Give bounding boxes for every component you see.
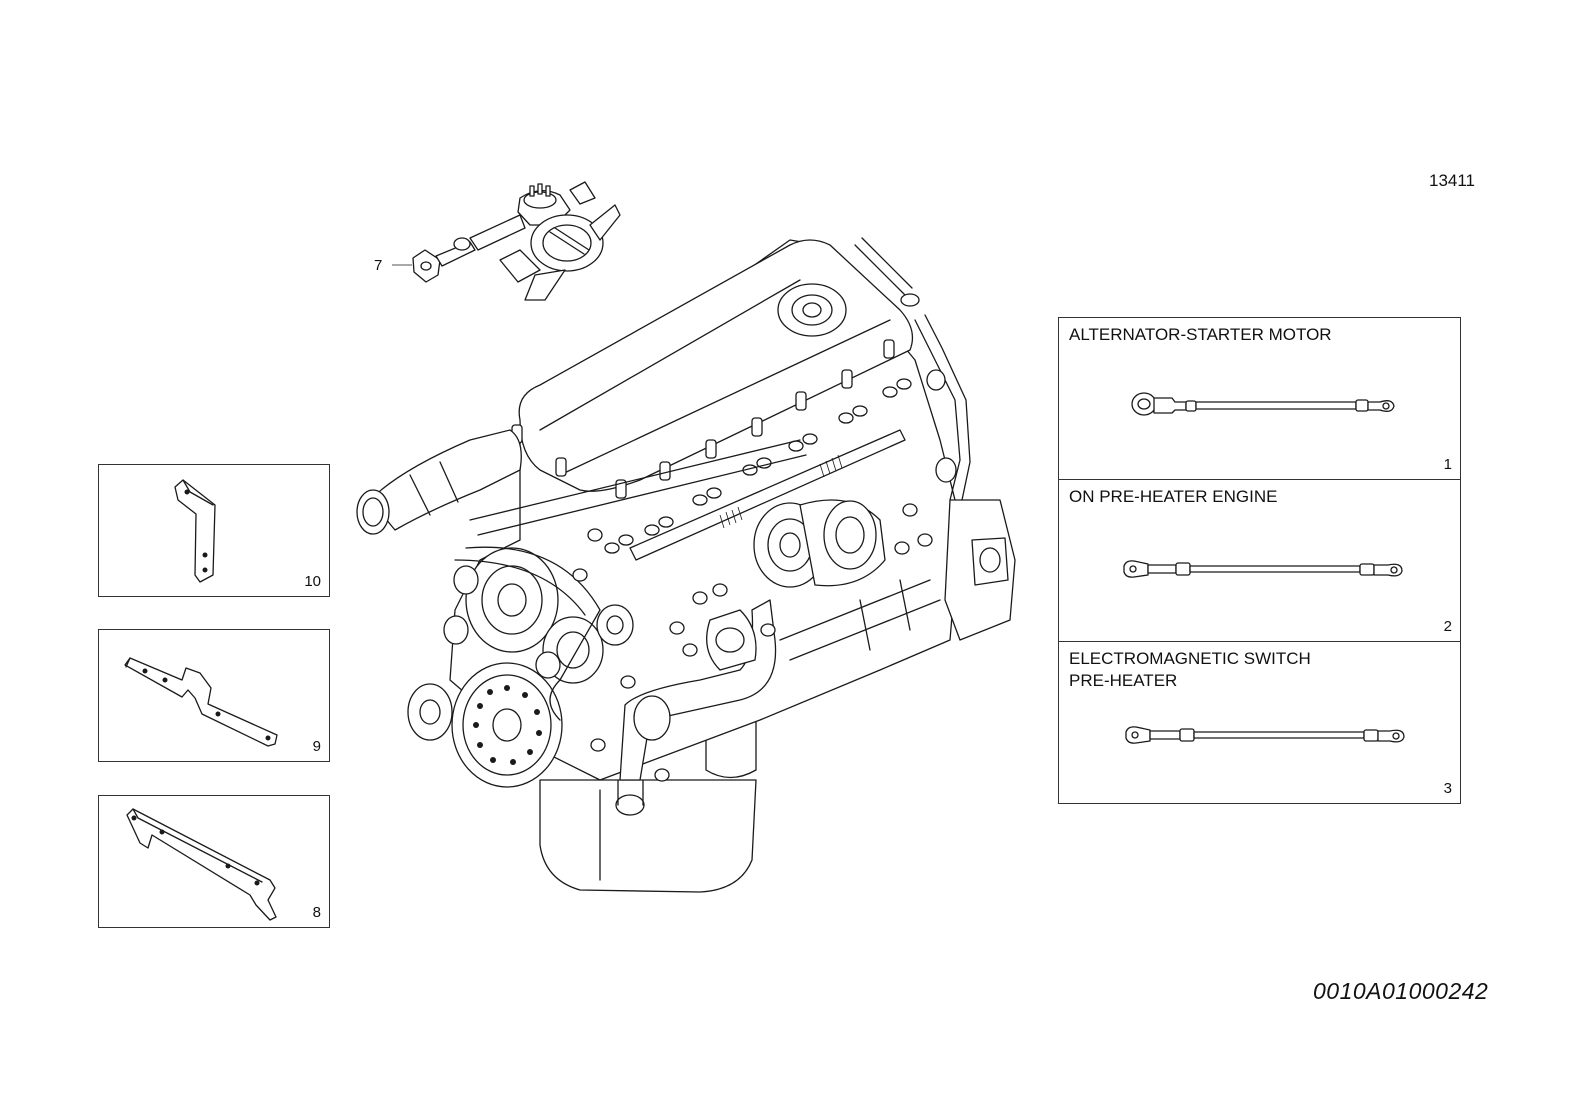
cable-1-illustration [1131,392,1395,416]
cable-label: ON PRE-HEATER ENGINE [1069,487,1278,506]
part-box-9: 9 [98,629,330,762]
cable-label: ALTERNATOR-STARTER MOTOR [1069,325,1332,344]
cable-box-1: ALTERNATOR-STARTER MOTOR 1 [1058,317,1461,480]
part-10-illustration [174,479,216,583]
cable-box-2: ON PRE-HEATER ENGINE 2 [1058,479,1461,642]
part-8-illustration [126,808,277,921]
part-9-illustration [124,657,278,747]
part-number: 1 [1443,456,1452,473]
part-number: 2 [1443,618,1452,635]
part-number: 3 [1443,780,1452,797]
callout-part-7: 7 [374,257,383,274]
cable-3-illustration [1125,726,1405,744]
part-number: 9 [312,738,321,755]
part-number: 8 [312,904,321,921]
engine-illustration [356,237,1016,893]
part-box-8: 8 [98,795,330,928]
cable-2-illustration [1123,560,1403,578]
sheet-number: 13411 [1429,171,1476,190]
part-box-10: 10 [98,464,330,597]
cable-box-3: ELECTROMAGNETIC SWITCH PRE-HEATER 3 [1058,641,1461,804]
part-number: 10 [304,573,321,590]
drawing-code: 0010A01000242 [1313,978,1489,1004]
part-7-illustration [392,181,621,301]
cable-label: ELECTROMAGNETIC SWITCH PRE-HEATER [1069,649,1311,690]
